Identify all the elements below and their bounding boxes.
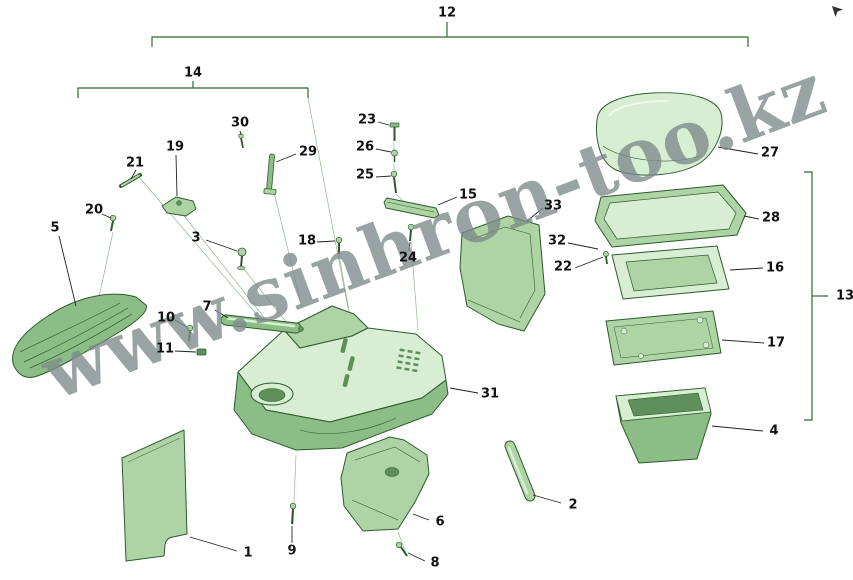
callout-10: 10 [156, 310, 176, 326]
callout-15: 15 [458, 187, 478, 203]
callout-27: 27 [760, 145, 780, 161]
part-15-rail [383, 197, 440, 219]
callout-19: 19 [165, 139, 185, 155]
console-slots [340, 338, 355, 387]
part-28-lid-frame [594, 184, 747, 248]
part-25-screw [390, 170, 398, 194]
callout-4: 4 [769, 423, 779, 439]
bracket-13 [804, 171, 828, 421]
part-24-screw [407, 223, 415, 242]
callout-32: 32 [547, 233, 567, 249]
callout-5: 5 [50, 220, 60, 236]
part-9-screw [289, 502, 297, 525]
part-27-armrest-lid [596, 92, 723, 176]
part-19-latch-bracket [161, 196, 197, 217]
callout-16: 16 [765, 260, 785, 276]
callout-9: 9 [287, 543, 297, 559]
callout-7: 7 [202, 299, 212, 315]
part-6-side-panel [340, 436, 430, 532]
part-11-clip [196, 348, 207, 356]
callout-6: 6 [435, 514, 445, 530]
callout-23: 23 [357, 112, 377, 128]
part-1-bottom-panel [121, 429, 188, 562]
part-30-pin [238, 133, 244, 149]
bracket-label-12: 12 [437, 5, 457, 21]
part-22-screw [603, 251, 609, 265]
callout-18: 18 [297, 233, 317, 249]
callout-28: 28 [761, 210, 781, 226]
part-18-screw [335, 236, 343, 254]
bracket-14 [77, 81, 309, 98]
callout-30: 30 [230, 115, 250, 131]
leader-lines [58, 121, 765, 562]
part-8-screw [395, 541, 408, 557]
part-21-pin [119, 173, 142, 188]
part-5-left-cover [12, 293, 147, 378]
callout-21: 21 [125, 155, 145, 171]
callout-31: 31 [480, 386, 500, 402]
vent-grid [396, 348, 421, 373]
callout-11: 11 [155, 341, 175, 357]
cup-holder [250, 382, 294, 406]
part-10-screw [186, 324, 194, 342]
callout-2: 2 [568, 497, 578, 513]
part-3-knob-screw [237, 247, 247, 271]
part-4-storage-bin [615, 387, 712, 464]
bracket-label-14: 14 [183, 65, 203, 81]
part-29-support-rod [263, 153, 277, 195]
cursor-icon [832, 6, 843, 17]
part-31-console-body [233, 305, 449, 451]
callout-26: 26 [355, 139, 375, 155]
part-2-trim-strip [504, 440, 536, 502]
parts-group [12, 92, 747, 562]
bracket-12 [151, 22, 749, 47]
part-23-bolt [389, 122, 400, 141]
part-17-base-plate [605, 310, 722, 366]
part-7-roller [220, 314, 304, 334]
callout-20: 20 [84, 202, 104, 218]
bracket-label-13: 13 [835, 288, 853, 304]
part-16-storage-tray [611, 245, 730, 300]
callout-8: 8 [430, 555, 440, 571]
part-26-washer [391, 149, 398, 162]
callout-33: 33 [543, 198, 563, 214]
callout-17: 17 [766, 335, 786, 351]
callout-1: 1 [243, 545, 253, 561]
callout-25: 25 [355, 167, 375, 183]
callout-24: 24 [398, 250, 418, 266]
callout-3: 3 [191, 230, 201, 246]
part-33-rear-panel [459, 215, 546, 332]
callout-29: 29 [298, 144, 318, 160]
callout-22: 22 [553, 259, 573, 275]
part-20-screw [109, 214, 117, 232]
